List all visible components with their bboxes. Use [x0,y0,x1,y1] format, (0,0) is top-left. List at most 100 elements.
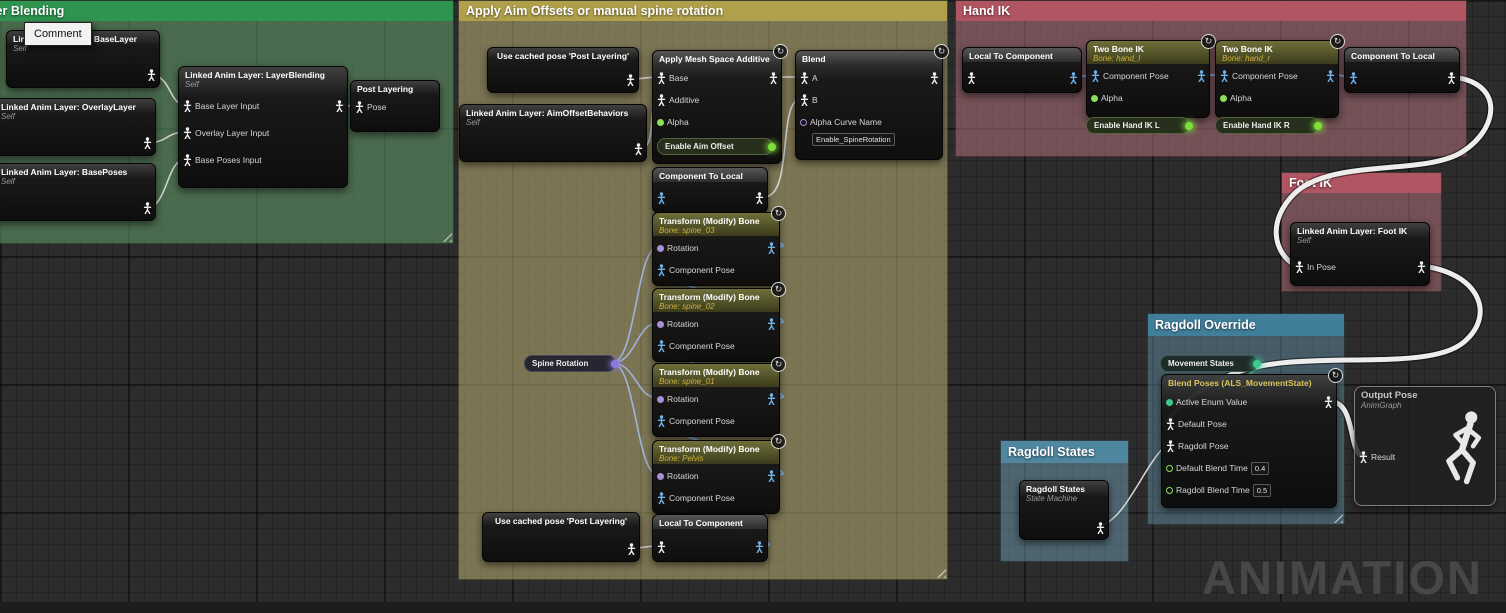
rotator-pin-icon[interactable] [657,320,664,328]
node-ragdoll-states-state-machine[interactable]: Ragdoll States State Machine [1019,480,1109,540]
pose-pin-icon[interactable] [183,154,192,166]
pose-pin-icon[interactable] [183,100,192,112]
node-linked-anim-layer-layerblending[interactable]: Linked Anim Layer: LayerBlending Self Ba… [178,66,348,188]
node-transform-modify-bone-spine02[interactable]: Transform (Modify) Bone Bone: spine_02 R… [652,282,786,362]
pose-pin-icon[interactable] [967,72,976,84]
pose-pin-icon[interactable] [755,192,764,204]
toggle-enable-hand-ik-r[interactable]: Enable Hand IK R [1215,117,1322,134]
component-pose-pin-icon[interactable] [1326,70,1335,82]
component-pose-pin-icon[interactable] [657,340,666,352]
node-apply-mesh-space-additive[interactable]: Apply Mesh Space Additive Base Additive … [652,44,788,164]
component-pose-pin-icon[interactable] [657,492,666,504]
pose-pin-icon[interactable] [143,202,152,214]
name-pin-icon[interactable] [800,118,807,126]
alpha-curve-name-input[interactable]: Enable_SpineRotation [812,132,895,146]
rotator-pin-icon[interactable] [657,395,664,403]
component-pose-pin-icon[interactable] [1220,70,1229,82]
node-linked-anim-layer-aimoffsetbehaviors[interactable]: Linked Anim Layer: AimOffsetBehaviors Se… [459,104,647,162]
node-component-to-local-spine[interactable]: Component To Local [652,167,768,213]
node-blend[interactable]: Blend A B Alpha Curve Name Enable_SpineR… [795,44,949,160]
rotator-pin-icon[interactable] [611,359,619,368]
component-pose-pin-icon[interactable] [767,242,776,254]
resize-handle-icon[interactable] [441,231,452,242]
component-pose-pin-icon[interactable] [767,393,776,405]
pose-pin-icon[interactable] [930,72,939,84]
rotator-pin-icon[interactable] [657,244,664,252]
pose-pin-icon[interactable] [1166,418,1175,430]
component-pose-pin-icon[interactable] [1091,70,1100,82]
component-pose-pin-icon[interactable] [657,415,666,427]
node-transform-modify-bone-spine03[interactable]: Transform (Modify) Bone Bone: spine_03 R… [652,206,786,286]
component-pose-pin-icon[interactable] [657,192,666,204]
component-pose-pin-icon[interactable] [1349,72,1358,84]
pose-pin-icon[interactable] [800,94,809,106]
pose-pin-icon[interactable] [147,69,156,81]
pose-pin-icon[interactable] [800,72,809,84]
pose-pin-icon[interactable] [1324,396,1333,408]
pose-pin-icon[interactable] [657,72,666,84]
pin-label: Rotation [667,394,699,404]
node-linked-anim-layer-baseposes[interactable]: Linked Anim Layer: BasePoses Self [0,163,156,221]
pose-pin-icon[interactable] [143,137,152,149]
toggle-enable-aim-offset[interactable]: Enable Aim Offset [657,138,776,155]
float-pin-icon[interactable] [1091,94,1098,102]
rotator-pin-icon[interactable] [657,472,664,480]
pose-pin-icon[interactable] [1447,72,1456,84]
node-two-bone-ik-left[interactable]: Two Bone IK Bone: hand_l Component Pose … [1086,34,1216,118]
component-pose-pin-icon[interactable] [767,470,776,482]
bool-pin-icon[interactable] [768,142,776,151]
float-pin-icon[interactable] [1166,464,1173,472]
node-transform-modify-bone-spine01[interactable]: Transform (Modify) Bone Bone: spine_01 R… [652,357,786,437]
node-local-to-component-spine[interactable]: Local To Component [652,514,768,562]
float-pin-icon[interactable] [1220,94,1227,102]
pin-label: Rotation [667,471,699,481]
pose-pin-icon[interactable] [355,101,364,113]
pose-pin-icon[interactable] [634,143,643,155]
component-pose-pin-icon[interactable] [755,541,764,553]
component-pose-pin-icon[interactable] [1069,72,1078,84]
node-component-to-local-hand[interactable]: Component To Local [1344,47,1460,93]
node-title: Linked Anim Layer: Foot IK [1297,226,1408,236]
ragdoll-blend-time-input[interactable]: 0.5 [1252,483,1272,497]
pose-pin-icon[interactable] [183,127,192,139]
pose-pin-icon[interactable] [1359,451,1368,463]
default-blend-time-input[interactable]: 0.4 [1250,461,1270,475]
pose-pin-icon[interactable] [335,100,344,112]
pose-pin-icon[interactable] [1166,440,1175,452]
pose-pin-icon[interactable] [657,94,666,106]
component-pose-pin-icon[interactable] [657,264,666,276]
node-subtitle: Bone: hand_l [1093,54,1141,63]
node-blend-poses-movementstate[interactable]: Blend Poses (ALS_MovementState) Active E… [1161,368,1343,508]
float-pin-icon[interactable] [1166,486,1173,494]
node-local-to-component-hand[interactable]: Local To Component [962,47,1082,93]
pose-pin-icon[interactable] [657,541,666,553]
node-use-cached-pose-top[interactable]: Use cached pose 'Post Layering' [487,47,639,93]
toggle-enable-hand-ik-l[interactable]: Enable Hand IK L [1086,117,1193,134]
component-pose-pin-icon[interactable] [1197,70,1206,82]
component-pose-pin-icon[interactable] [767,318,776,330]
node-output-pose[interactable]: Output Pose AnimGraph Result [1354,386,1496,506]
node-post-layering[interactable]: Post Layering Pose [350,80,440,132]
pose-pin-icon[interactable] [627,543,636,555]
pose-pin-icon[interactable] [1295,261,1304,273]
enum-pin-icon[interactable] [1166,398,1173,406]
pin-label: B [812,95,818,105]
node-transform-modify-bone-pelvis[interactable]: Transform (Modify) Bone Bone: Pelvis Rot… [652,434,786,514]
pill-movement-states[interactable]: Movement States [1160,355,1261,372]
node-linked-anim-layer-overlaylayer[interactable]: Linked Anim Layer: OverlayLayer Self [0,98,156,156]
node-two-bone-ik-right[interactable]: Two Bone IK Bone: hand_r Component Pose … [1215,34,1345,118]
pill-spine-rotation[interactable]: Spine Rotation [524,355,619,372]
node-linked-anim-layer-foot-ik[interactable]: Linked Anim Layer: Foot IK Self In Pose [1290,222,1430,286]
pose-pin-icon[interactable] [769,72,778,84]
resize-handle-icon[interactable] [935,567,946,578]
bool-pin-icon[interactable] [1314,121,1322,130]
resize-handle-icon[interactable] [1332,512,1343,523]
float-pin-icon[interactable] [657,118,664,126]
enum-pin-icon[interactable] [1253,359,1261,368]
bool-pin-icon[interactable] [1185,121,1193,130]
pose-pin-icon[interactable] [1096,522,1105,534]
node-use-cached-pose-bottom[interactable]: Use cached pose 'Post Layering' [482,512,640,562]
pose-pin-icon[interactable] [1417,261,1426,273]
pose-pin-icon[interactable] [626,74,635,86]
